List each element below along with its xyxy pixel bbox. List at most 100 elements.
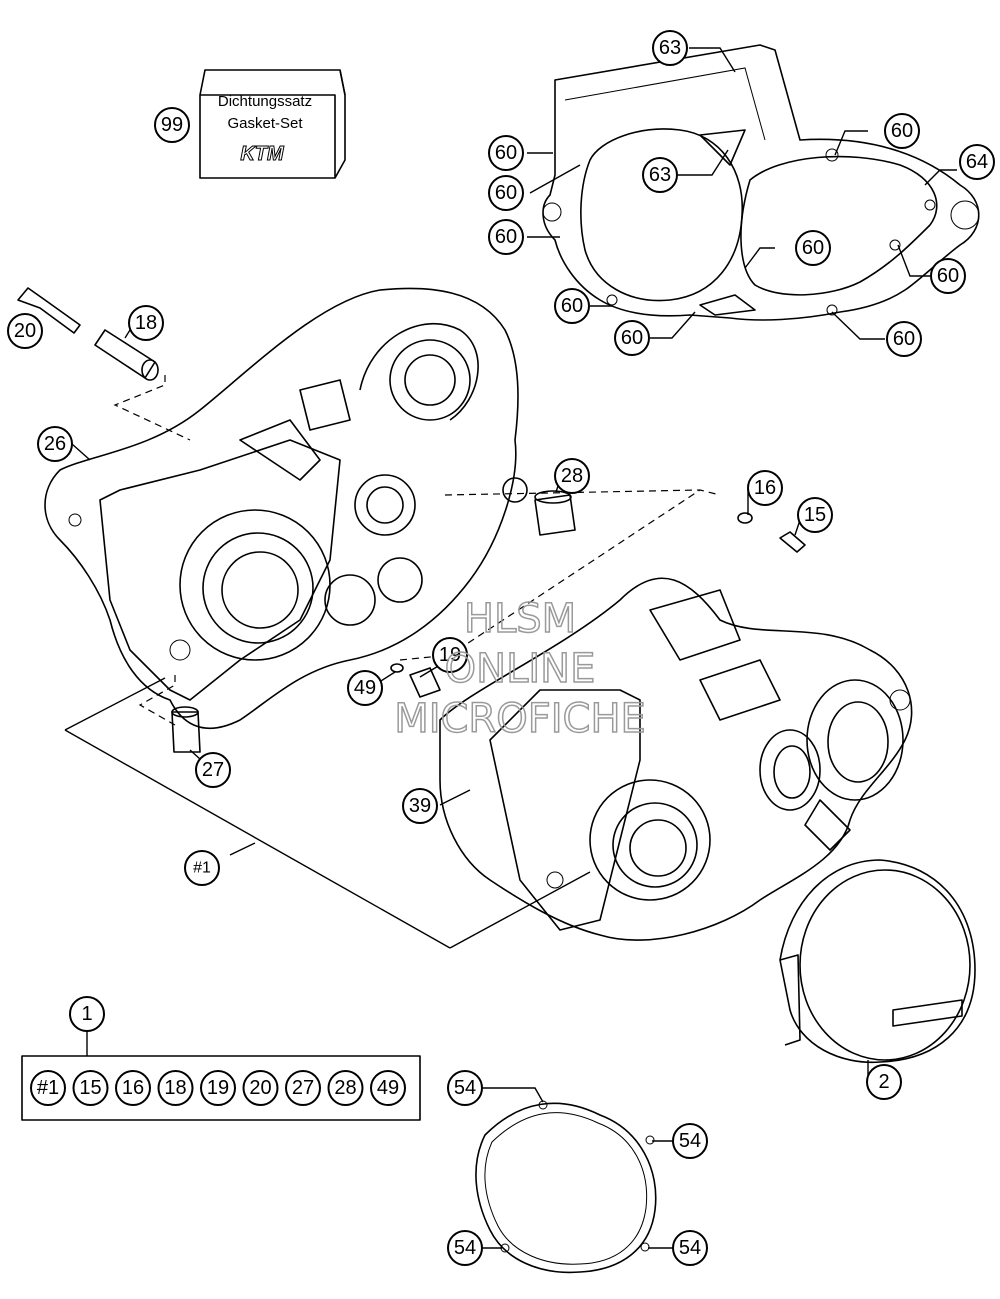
callout-60-g: 60 (554, 288, 590, 324)
crankcase-right-half (439, 577, 913, 941)
callout-28: 28 (554, 458, 590, 494)
assembly-bracket-1 (64, 677, 591, 949)
svg-text:54: 54 (679, 1237, 701, 1259)
svg-text:60: 60 (495, 226, 517, 248)
svg-text:#1: #1 (193, 860, 211, 877)
svg-text:19: 19 (439, 644, 461, 666)
callout-19: 19 (432, 637, 468, 673)
ignition-cover (779, 859, 976, 1064)
svg-text:63: 63 (649, 164, 671, 186)
callout-54-d: 54 (672, 1230, 708, 1266)
svg-text:60: 60 (495, 182, 517, 204)
gasket-set-box: Dichtungssatz Gasket-Set KTM (199, 69, 346, 179)
svg-text:54: 54 (679, 1130, 701, 1152)
callout-60-i: 60 (886, 321, 922, 357)
kit-item-callout: #1 (30, 1070, 66, 1106)
kit-contents-box: #1 15 16 18 19 20 27 28 49 (21, 1055, 421, 1121)
callout-20: 20 (7, 313, 43, 349)
callout-60-h: 60 (614, 320, 650, 356)
svg-text:60: 60 (561, 295, 583, 317)
kit-item-callout: 27 (285, 1070, 321, 1106)
callout-54-a: 54 (447, 1070, 483, 1106)
callout-63-mid: 63 (642, 157, 678, 193)
kit-contents-list: #1 15 16 18 19 20 27 28 49 (30, 1070, 406, 1106)
ignition-cover-gasket (475, 1100, 657, 1274)
callout-63-top: 63 (652, 30, 688, 66)
gasket-set-label-de: Dichtungssatz (218, 93, 312, 110)
callout-18: 18 (128, 305, 164, 341)
svg-text:60: 60 (495, 142, 517, 164)
svg-text:49: 49 (354, 677, 376, 699)
kit-item-label: 15 (79, 1077, 101, 1099)
callout-16: 16 (747, 470, 783, 506)
callout-26: 26 (37, 426, 73, 462)
callout-1: 1 (69, 996, 105, 1032)
svg-text:18: 18 (135, 312, 157, 334)
kit-item-callout: 18 (157, 1070, 194, 1106)
svg-text:63: 63 (659, 37, 681, 59)
watermark: HLSM ONLINE MICROFICHE (393, 595, 646, 743)
kit-item-callout: 16 (115, 1070, 151, 1106)
callout-60-e: 60 (795, 230, 831, 266)
callout-54-c: 54 (447, 1230, 483, 1266)
svg-text:54: 54 (454, 1077, 476, 1099)
svg-text:15: 15 (804, 504, 826, 526)
crankcase-gasket-top (542, 44, 980, 321)
svg-text:28: 28 (561, 465, 583, 487)
svg-text:26: 26 (44, 433, 66, 455)
callout-64: 64 (959, 144, 995, 180)
svg-text:99: 99 (161, 114, 183, 136)
kit-item-label: 19 (207, 1077, 229, 1099)
svg-text:60: 60 (937, 265, 959, 287)
callout-1-ref: #1 (184, 850, 220, 886)
bushing-27 (171, 706, 201, 753)
gasket-set-label-en: Gasket-Set (227, 115, 303, 132)
svg-text:60: 60 (802, 237, 824, 259)
callout-60-f: 60 (930, 258, 966, 294)
svg-text:39: 39 (409, 795, 431, 817)
svg-text:54: 54 (454, 1237, 476, 1259)
callout-49: 49 (347, 670, 383, 706)
kit-item-callout: 15 (72, 1070, 109, 1106)
top-gasket-leaders (527, 47, 957, 340)
kit-item-label: 27 (292, 1077, 314, 1099)
callout-27: 27 (195, 752, 231, 788)
dowel-sleeve-18 (94, 329, 159, 381)
callout-2: 2 (866, 1064, 902, 1100)
svg-text:20: 20 (14, 320, 36, 342)
callout-99: 99 (154, 107, 190, 143)
kit-item-label: 49 (377, 1077, 399, 1099)
svg-text:60: 60 (893, 328, 915, 350)
kit-item-callout: 19 (200, 1070, 236, 1106)
watermark-line-1: HLSM (464, 596, 576, 642)
kit-item-label: #1 (37, 1077, 59, 1099)
kit-item-callout: 20 (242, 1070, 279, 1106)
plug-19 (409, 667, 441, 698)
crankcase-left-half (44, 287, 528, 730)
bearing-28 (534, 490, 576, 536)
callout-15: 15 (797, 497, 833, 533)
svg-text:27: 27 (202, 759, 224, 781)
screw-15 (779, 531, 806, 553)
kit-item-callout: 28 (327, 1070, 364, 1106)
washer-16 (737, 512, 753, 524)
ktm-logo: KTM (240, 143, 285, 165)
kit-item-label: 28 (334, 1077, 356, 1099)
svg-text:60: 60 (621, 327, 643, 349)
svg-text:64: 64 (966, 151, 988, 173)
screw-20 (17, 287, 81, 334)
svg-text:1: 1 (81, 1003, 92, 1025)
kit-item-callout: 49 (370, 1070, 406, 1106)
callout-39: 39 (402, 788, 438, 824)
kit-item-label: 16 (122, 1077, 144, 1099)
ignition-gasket-leaders (480, 1087, 674, 1249)
callout-54-b: 54 (672, 1123, 708, 1159)
callout-60-d: 60 (884, 113, 920, 149)
kit-item-label: 20 (249, 1077, 271, 1099)
watermark-line-2: ONLINE (445, 646, 596, 692)
callout-60-c: 60 (488, 219, 524, 255)
svg-text:2: 2 (878, 1071, 889, 1093)
callout-60-a: 60 (488, 135, 524, 171)
watermark-line-3: MICROFICHE (394, 696, 646, 742)
svg-text:16: 16 (754, 477, 776, 499)
